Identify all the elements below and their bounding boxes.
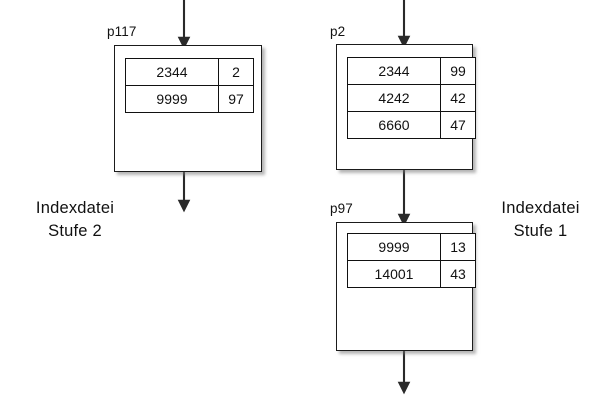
caption-left-line1: Indexdatei (35, 199, 115, 217)
entry-value: 13 (440, 233, 476, 261)
entry-table-p2: 2344 99 4242 42 6660 47 (347, 57, 476, 139)
block-label-p97: p97 (330, 201, 353, 216)
entry-value: 47 (440, 111, 476, 139)
entry-key: 14001 (347, 260, 441, 288)
entry-table-p117: 2344 2 9999 97 (125, 58, 254, 113)
table-row[interactable]: 6660 47 (347, 111, 476, 139)
table-row[interactable]: 14001 43 (347, 260, 476, 288)
caption-right-line1: Indexdatei (501, 199, 580, 217)
table-row[interactable]: 9999 97 (125, 85, 254, 113)
entry-value: 99 (440, 57, 476, 85)
entry-key: 6660 (347, 111, 441, 139)
entry-value: 97 (218, 85, 254, 113)
table-row[interactable]: 9999 13 (347, 233, 476, 261)
caption-right-line2: Stufe 1 (513, 222, 568, 240)
entry-value: 2 (218, 58, 254, 86)
entry-key: 9999 (125, 85, 219, 113)
entry-table-p97: 9999 13 14001 43 (347, 233, 476, 288)
block-label-p117: p117 (107, 24, 137, 39)
caption-right: Indexdatei Stufe 1 (478, 197, 603, 243)
entry-value: 43 (440, 260, 476, 288)
table-row[interactable]: 2344 99 (347, 57, 476, 85)
entry-key: 9999 (347, 233, 441, 261)
entry-key: 4242 (347, 84, 441, 112)
caption-left-line2: Stufe 2 (48, 222, 102, 240)
block-label-p2: p2 (330, 24, 346, 39)
entry-key: 2344 (347, 57, 441, 85)
table-row[interactable]: 4242 42 (347, 84, 476, 112)
table-row[interactable]: 2344 2 (125, 58, 254, 86)
entry-key: 2344 (125, 58, 219, 86)
entry-value: 42 (440, 84, 476, 112)
caption-left: Indexdatei Stufe 2 (10, 197, 140, 243)
